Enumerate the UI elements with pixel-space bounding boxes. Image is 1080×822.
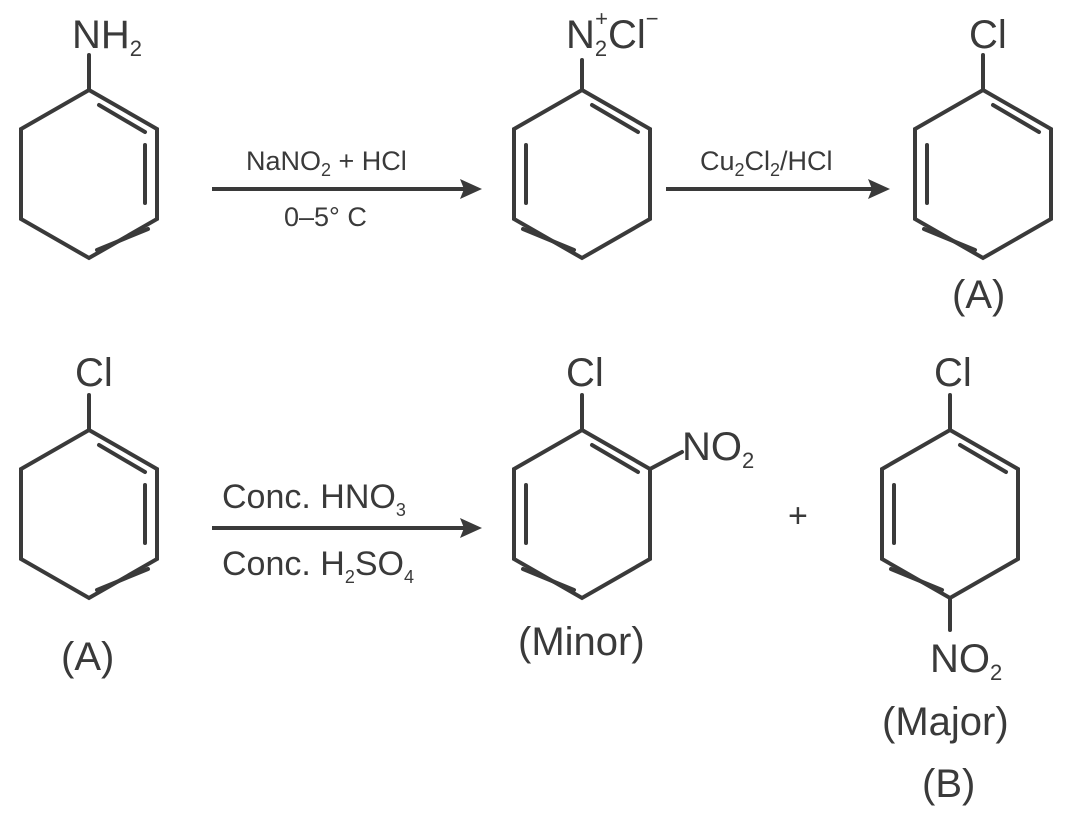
benzene-ring-diazonium [512,87,652,261]
diazotization-reagent: NaNO2 + HCl [246,146,407,180]
arrow-sandmeyer: Cu2Cl2/HCl [666,146,890,199]
chlorobenzene-product-a: Cl (A) [913,13,1053,317]
chloro-group-label: Cl [934,351,972,395]
nitro-group-label: NO2 [682,425,754,473]
benzene-ring-reactant [19,427,159,601]
chloro-group-label: Cl [75,351,113,395]
diazotization-temperature: 0–5° C [284,202,367,232]
arrow-head [460,179,482,199]
benzene-ring-ortho [512,427,652,601]
chloro-group-label: Cl [566,351,604,395]
minor-product-label: (Minor) [518,620,645,664]
major-product-label: (Major) [882,700,1009,744]
benzene-ring-chlorobenzene [913,87,1053,261]
arrow-head [868,179,890,199]
compound-label-b: (B) [922,762,975,806]
arrow-nitration: Conc. HNO3 Conc. H2SO4 [212,478,482,587]
plus-sign: + [788,497,808,535]
benzene-ring-aniline [19,87,159,261]
chlorobenzene-reactant-a: Cl (A) [19,351,159,679]
nitro-group-label: NO2 [930,637,1002,685]
nitration-reagent-acid: Conc. HNO3 [222,478,406,520]
arrow-diazotization: NaNO2 + HCl 0–5° C [212,146,482,232]
arrow-head [460,518,482,538]
compound-label-a: (A) [952,273,1005,317]
aniline-molecule: NH2 [19,13,159,261]
ortho-nitrochlorobenzene-minor: Cl NO2 (Minor) [512,351,754,664]
sandmeyer-reagent: Cu2Cl2/HCl [700,146,833,180]
compound-label-a: (A) [61,635,114,679]
diazonium-group-label: N2+Cl− [566,6,659,61]
nitration-reagent-catalyst: Conc. H2SO4 [222,545,414,587]
amino-group-label: NH2 [72,13,142,61]
para-nitrochlorobenzene-major: Cl NO2 (Major) (B) [880,351,1020,806]
benzene-ring-para [880,427,1020,601]
chloro-group-label: Cl [969,13,1007,57]
c-n-bond [648,450,684,471]
benzenediazonium-chloride-molecule: N2+Cl− [512,6,659,261]
